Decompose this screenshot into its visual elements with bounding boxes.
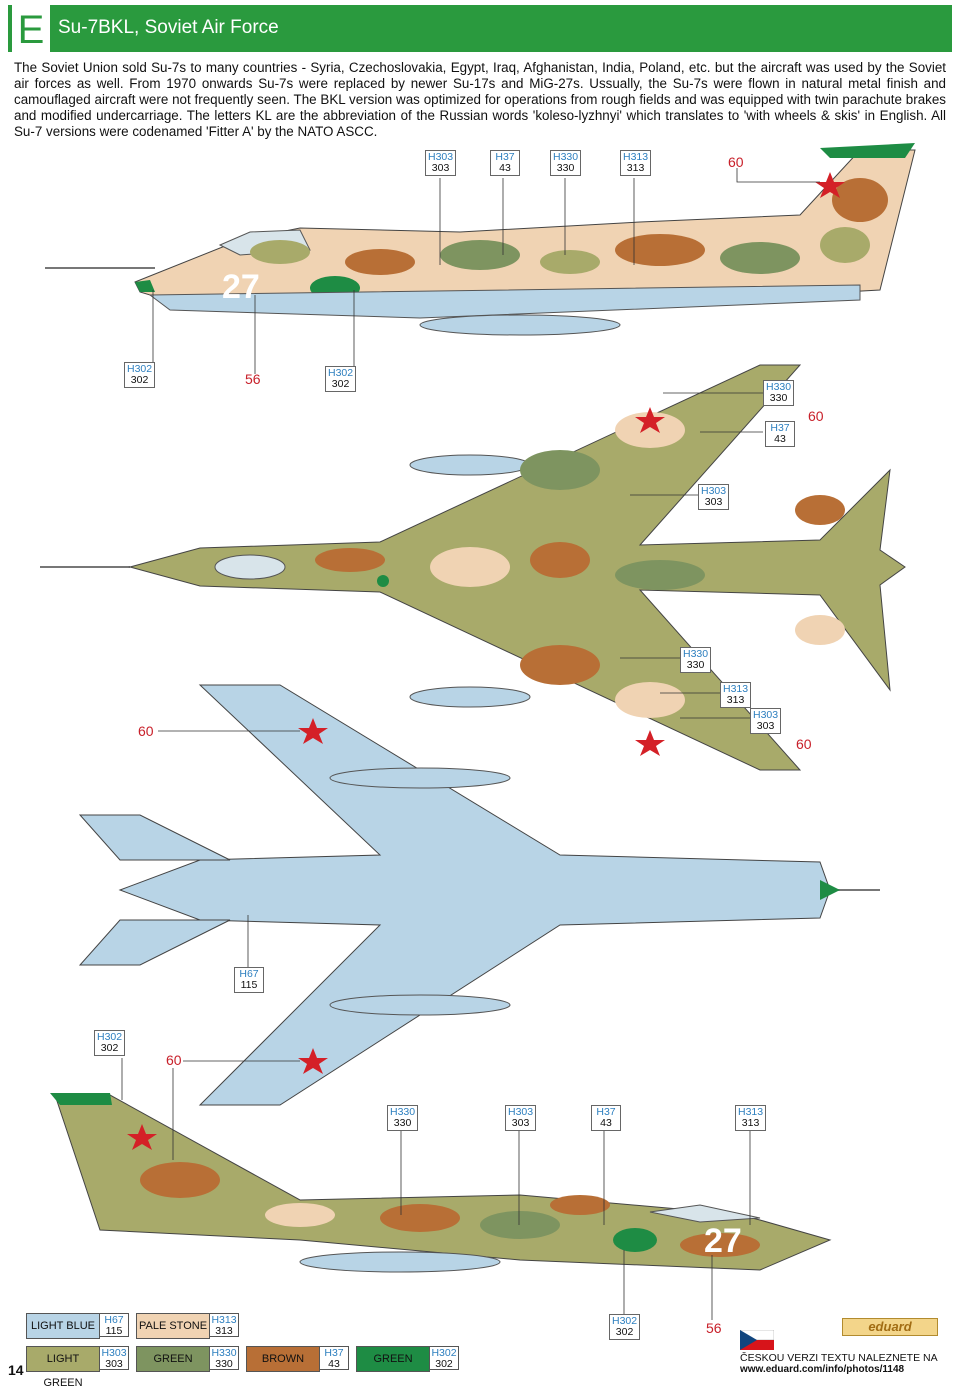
czech-note-text: ČESKOU VERZI TEXTU NALEZNETE NA — [740, 1352, 938, 1364]
decal-top-60-a: 60 — [808, 408, 824, 424]
decal-top-60-b: 60 — [796, 736, 812, 752]
legend-light-green: LIGHT GREEN — [26, 1346, 100, 1389]
legend-brown: BROWN — [246, 1346, 320, 1372]
czech-flag-icon — [739, 1329, 775, 1350]
side-view-left — [45, 143, 916, 336]
legend-dark-green: GREEN — [356, 1346, 430, 1372]
legend-pale-stone: PALE STONE — [136, 1313, 210, 1339]
side-view-right — [50, 1093, 832, 1273]
decal-side1-56: 56 — [245, 371, 261, 387]
section-letter: E — [12, 5, 50, 52]
section-title: Su-7BKL, Soviet Air Force — [58, 17, 279, 38]
tail-number-left: 27 — [222, 268, 260, 306]
decal-side2-56: 56 — [706, 1320, 722, 1336]
legend-light-blue: LIGHT BLUE — [26, 1313, 100, 1339]
czech-note-url[interactable]: www.eduard.com/info/photos/1148 — [740, 1364, 905, 1375]
intro-text: The Soviet Union sold Su-7s to many coun… — [14, 60, 946, 139]
eduard-logo: eduard — [842, 1318, 938, 1336]
czech-version-note: ČESKOU VERZI TEXTU NALEZNETE NA www.edua… — [740, 1352, 938, 1376]
decal-side1-60: 60 — [728, 154, 744, 170]
legend-green: GREEN — [136, 1346, 210, 1372]
page-number: 14 — [8, 1362, 24, 1378]
decal-bottom-60-a: 60 — [138, 723, 154, 739]
decal-bottom-60-b: 60 — [166, 1052, 182, 1068]
tail-number-right: 27 — [704, 1222, 742, 1260]
section-header: E Su-7BKL, Soviet Air Force — [8, 5, 952, 52]
bottom-view — [78, 684, 880, 1106]
top-view — [40, 364, 906, 771]
